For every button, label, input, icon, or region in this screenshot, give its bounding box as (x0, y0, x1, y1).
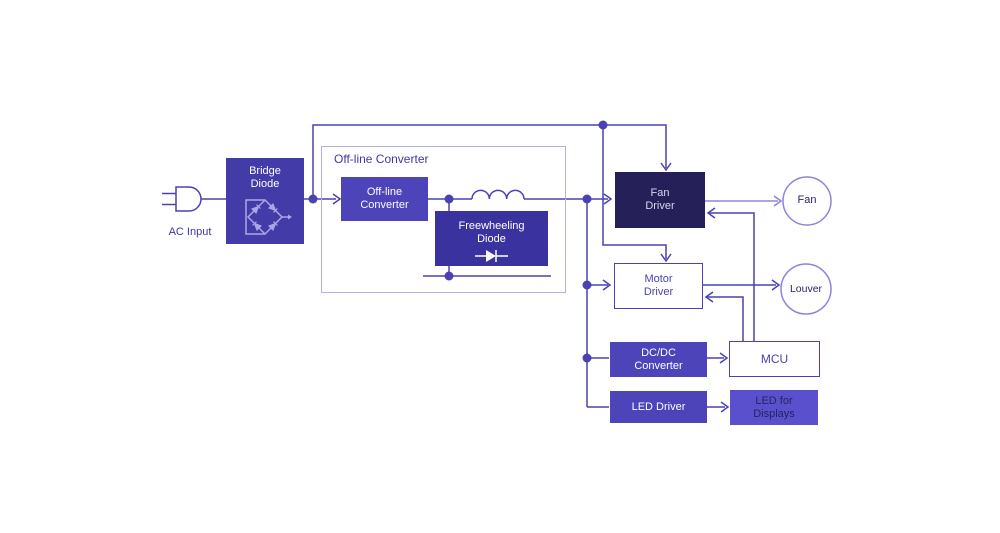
led-driver-label: LED Driver (631, 400, 686, 413)
led-for-displays-block: LED for Displays (730, 390, 818, 425)
offline-converter-block: Off-line Converter (341, 177, 428, 221)
led-driver-block: LED Driver (610, 391, 707, 423)
wire-arrowheads (332, 162, 781, 413)
led-for-displays-label: LED for Displays (753, 394, 795, 420)
offline-converter-group-label: Off-line Converter (334, 152, 429, 166)
fan-label: Fan (797, 194, 817, 206)
mcu-label: MCU (760, 351, 789, 366)
bridge-diode-label: Bridge Diode (249, 165, 281, 190)
junction-dots (308, 120, 608, 363)
fan-driver-block: Fan Driver (615, 172, 705, 228)
offline-converter-group: Off-line Converter (321, 146, 566, 293)
inductor-icon (471, 189, 525, 200)
ac-input-label: AC Input (168, 226, 212, 238)
mcu-block: MCU (729, 341, 820, 377)
fan-driver-label: Fan Driver (645, 187, 675, 212)
louver-circle (780, 263, 832, 315)
diode-icon (474, 249, 508, 262)
wire-arrowhead-light (773, 195, 783, 207)
ac-plug-icon (162, 186, 226, 212)
dcdc-converter-block: DC/DC Converter (610, 342, 707, 377)
freewheeling-diode-block: Freewheeling Diode (435, 211, 548, 266)
bridge-diode-block: Bridge Diode (226, 158, 304, 244)
motor-driver-label: Motor Driver (643, 273, 674, 298)
bridge-rectifier-icon (245, 198, 292, 236)
freewheeling-diode-label: Freewheeling Diode (458, 219, 525, 245)
offline-converter-label: Off-line Converter (360, 186, 409, 211)
dcdc-converter-label: DC/DC Converter (634, 346, 683, 372)
motor-driver-block: Motor Driver (614, 263, 703, 309)
fan-circle (782, 176, 832, 226)
louver-label: Louver (789, 283, 823, 295)
